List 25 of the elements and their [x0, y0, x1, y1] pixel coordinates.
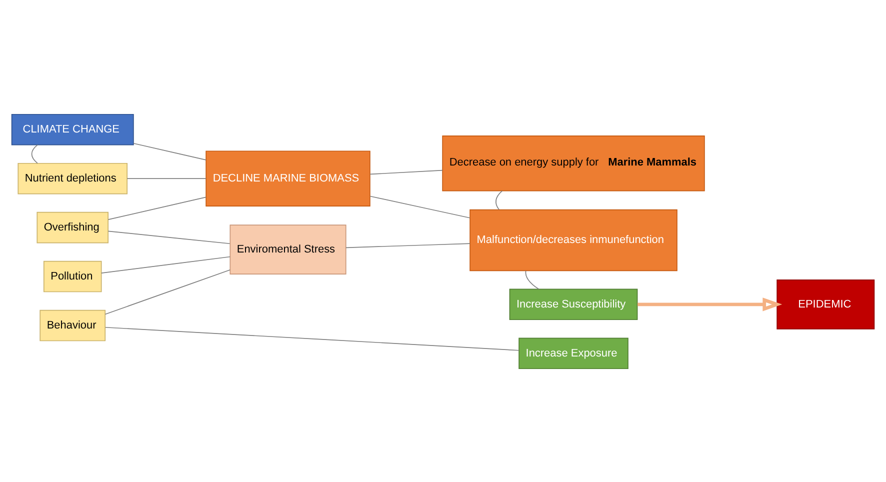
connector	[370, 195, 470, 218]
node-box: DECLINE MARINE BIOMASS	[206, 150, 370, 206]
connector	[525, 270, 540, 290]
node-box: Decrease on energy supply for Marine Mammals	[442, 135, 705, 191]
node-box: Increase Exposure	[518, 337, 628, 369]
connector	[346, 242, 470, 248]
connector	[104, 268, 230, 314]
connector	[495, 190, 503, 210]
connector	[108, 230, 230, 244]
node-box: Pollution	[43, 260, 102, 292]
connector	[31, 144, 38, 164]
connector	[370, 169, 443, 174]
connector	[108, 196, 206, 220]
node-box: EPIDEMIC	[776, 279, 875, 329]
node-box: Malfunction/decreases inmunefunction	[470, 208, 678, 271]
node-box: CLIMATE CHANGE	[11, 113, 134, 145]
node-box: Enviromental Stress	[230, 224, 346, 274]
node-box: Overfishing	[36, 211, 109, 243]
connector	[105, 326, 520, 350]
connector	[100, 256, 231, 273]
node-box: Behaviour	[40, 309, 106, 341]
node-box: Increase Susceptibility	[509, 288, 638, 320]
node-box: Nutrient depletions	[18, 162, 128, 194]
connector	[133, 142, 206, 160]
arrow	[638, 297, 782, 311]
